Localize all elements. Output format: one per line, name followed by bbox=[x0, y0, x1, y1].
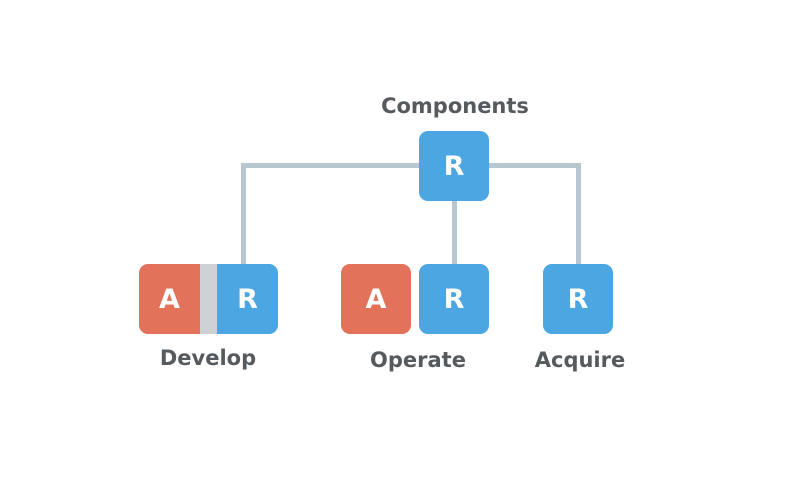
develop-tile-r: R bbox=[217, 264, 278, 334]
acquire-label: Acquire bbox=[534, 348, 626, 372]
connector-operate bbox=[452, 196, 457, 265]
connector-acquire bbox=[576, 163, 581, 265]
operate-label: Operate bbox=[370, 348, 466, 372]
develop-combined-tile: A R bbox=[139, 264, 278, 334]
root-responsibility-tile: R bbox=[419, 131, 489, 201]
operate-tile-r: R bbox=[419, 264, 489, 334]
develop-tile-a: A bbox=[139, 264, 200, 334]
acquire-tile-r: R bbox=[543, 264, 613, 334]
develop-tile-separator bbox=[200, 264, 217, 334]
operate-tile-a: A bbox=[341, 264, 411, 334]
develop-label: Develop bbox=[159, 346, 257, 370]
connector-horizontal bbox=[241, 163, 581, 168]
connector-develop bbox=[241, 163, 246, 265]
root-title: Components bbox=[381, 94, 529, 118]
